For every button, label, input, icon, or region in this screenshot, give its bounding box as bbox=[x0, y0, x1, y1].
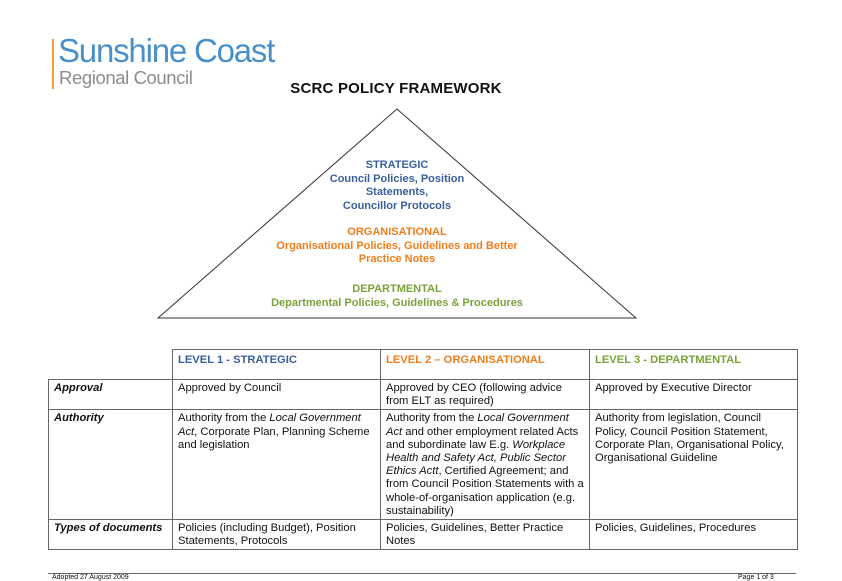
approval-level-2: Approved by CEO (following advice from E… bbox=[380, 378, 590, 411]
strategic-line: Statements, bbox=[365, 186, 429, 198]
header-level-1: LEVEL 1 - STRATEGIC bbox=[172, 349, 381, 380]
strategic-line: Council Policies, Position bbox=[329, 172, 465, 185]
organisational-line: Practice Notes bbox=[358, 253, 436, 265]
authority-text: , Corporate Plan, Planning Scheme and le… bbox=[178, 425, 370, 451]
header-level-3: LEVEL 3 - DEPARTMENTAL bbox=[589, 349, 798, 380]
table-row-authority: Authority Authority from the Local Gover… bbox=[48, 409, 798, 521]
header-level-2: LEVEL 2 – ORGANISATIONAL bbox=[380, 349, 590, 380]
approval-level-1: Approved by Council bbox=[172, 378, 381, 411]
types-level-3: Policies, Guidelines, Procedures bbox=[589, 519, 798, 551]
authority-act: Local Government Act bbox=[386, 412, 569, 438]
strategic-heading: STRATEGIC bbox=[365, 159, 429, 171]
types-level-2: Policies, Guidelines, Better Practice No… bbox=[380, 519, 590, 551]
departmental-heading: DEPARTMENTAL bbox=[352, 283, 442, 295]
authority-text: and other employment related Acts and su… bbox=[386, 425, 579, 451]
organisational-heading: ORGANISATIONAL bbox=[347, 226, 447, 238]
authority-text: Authority from the bbox=[386, 412, 478, 425]
footer-page-number: Page 1 of 3 bbox=[738, 574, 774, 581]
organisational-line: Organisational Policies, Guidelines and … bbox=[276, 239, 518, 252]
authority-text: , Certified Agreement; and from Council … bbox=[386, 465, 584, 517]
footer-divider bbox=[48, 573, 796, 574]
pyramid-organisational: ORGANISATIONAL Organisational Policies, … bbox=[247, 226, 547, 267]
table-row-approval: Approval Approved by Council Approved by… bbox=[48, 378, 798, 411]
authority-level-1: Authority from the Local Government Act,… bbox=[172, 409, 381, 521]
row-label-authority: Authority bbox=[48, 409, 173, 521]
logo-subtitle: Regional Council bbox=[59, 67, 193, 88]
footer-adopted-date: Adopted 27 August 2009 bbox=[52, 574, 129, 581]
authority-level-3: Authority from legislation, Council Poli… bbox=[589, 409, 798, 521]
authority-act: Local Government Act bbox=[178, 412, 361, 438]
logo-accent-bar bbox=[52, 39, 54, 89]
row-label-types: Types of documents bbox=[48, 519, 173, 551]
authority-acts-example: Workplace Health and Safety Act, Public … bbox=[386, 438, 566, 478]
strategic-line: Councillor Protocols bbox=[342, 199, 452, 212]
departmental-line: Departmental Policies, Guidelines & Proc… bbox=[271, 296, 523, 309]
page-title: SCRC POLICY FRAMEWORK bbox=[290, 80, 502, 97]
types-level-1: Policies (including Budget), Position St… bbox=[172, 519, 381, 551]
approval-level-3: Approved by Executive Director bbox=[589, 378, 798, 411]
pyramid-departmental: DEPARTMENTAL Departmental Policies, Guid… bbox=[247, 283, 547, 310]
policy-framework-table: LEVEL 1 - STRATEGIC LEVEL 2 – ORGANISATI… bbox=[48, 349, 798, 551]
pyramid-strategic: STRATEGIC Council Policies, Position Sta… bbox=[297, 159, 497, 213]
table-header-corner bbox=[48, 349, 173, 380]
authority-text: Authority from the bbox=[178, 412, 270, 425]
authority-level-2: Authority from the Local Government Act … bbox=[380, 409, 590, 521]
logo-name: Sunshine Coast bbox=[58, 32, 275, 69]
table-row-types: Types of documents Policies (including B… bbox=[48, 519, 798, 551]
policy-pyramid bbox=[156, 108, 638, 319]
table-header-row: LEVEL 1 - STRATEGIC LEVEL 2 – ORGANISATI… bbox=[48, 349, 798, 380]
row-label-approval: Approval bbox=[48, 378, 173, 411]
